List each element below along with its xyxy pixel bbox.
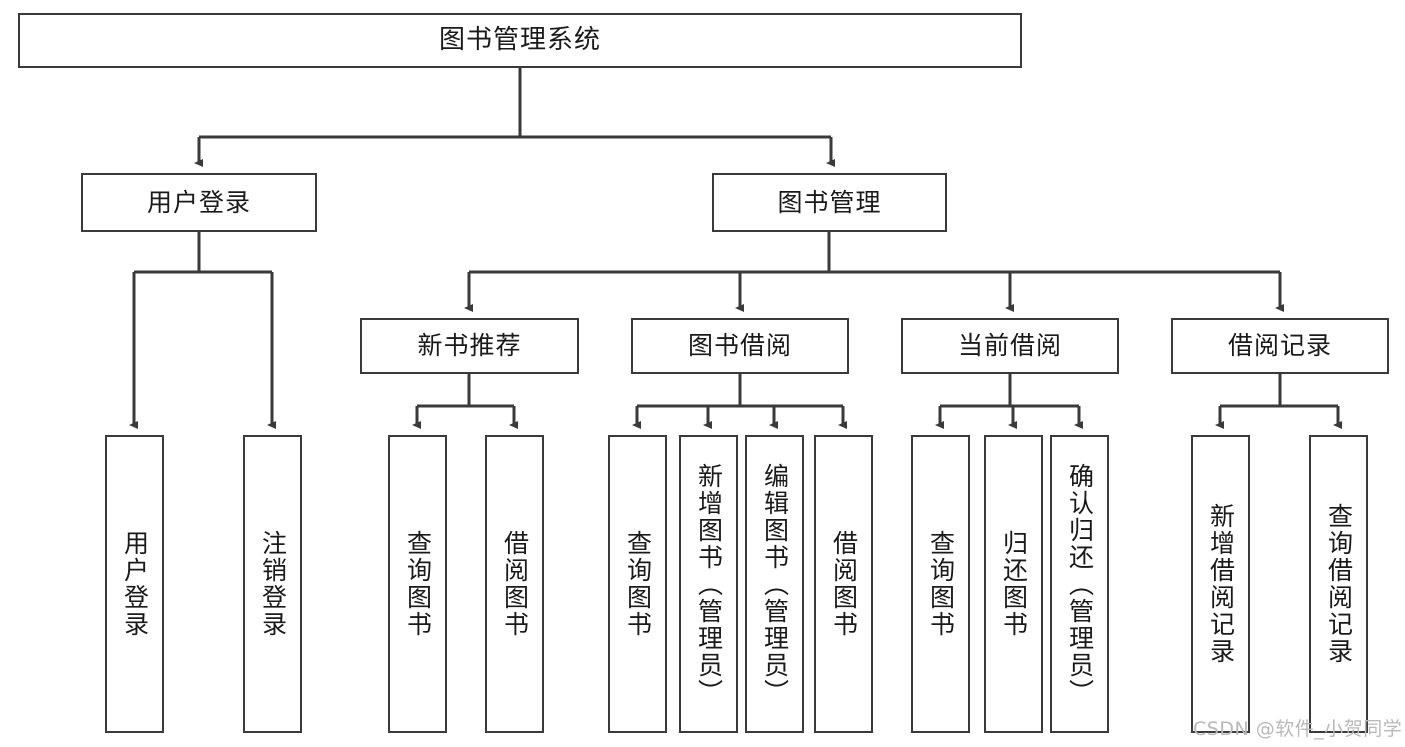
node-leaf-user-logout[interactable]: 注销登录 [243,435,302,733]
node-root-label: 图书管理系统 [438,25,601,56]
node-leaf-borrow-book-1[interactable]: 借阅图书 [485,435,544,733]
node-borrow-record-label: 借阅记录 [1227,331,1332,361]
node-leaf-add-record[interactable]: 新增借阅记录 [1191,435,1250,733]
node-leaf-user-login[interactable]: 用户登录 [105,435,164,733]
node-leaf-edit-book[interactable]: 编辑图书（管理员） [745,435,804,733]
node-current-borrow-label: 当前借阅 [957,331,1062,361]
node-new-book-rec[interactable]: 新书推荐 [360,318,579,374]
node-book-manage[interactable]: 图书管理 [712,173,947,232]
node-leaf-confirm-return[interactable]: 确认归还（管理员） [1050,435,1109,733]
node-leaf-borrow-book-1-label: 借阅图书 [500,530,530,638]
node-leaf-borrow-book-2[interactable]: 借阅图书 [814,435,873,733]
node-leaf-query-book-3-label: 查询图书 [926,530,956,638]
node-leaf-return-book[interactable]: 归还图书 [984,435,1043,733]
node-book-borrow[interactable]: 图书借阅 [631,318,849,374]
node-leaf-query-book-3[interactable]: 查询图书 [911,435,970,733]
node-borrow-record[interactable]: 借阅记录 [1171,318,1389,374]
node-leaf-query-book-1[interactable]: 查询图书 [388,435,447,733]
node-leaf-query-book-2-label: 查询图书 [623,530,653,638]
node-leaf-user-login-label: 用户登录 [120,530,150,638]
node-leaf-query-book-2[interactable]: 查询图书 [608,435,667,733]
node-current-borrow[interactable]: 当前借阅 [901,318,1119,374]
node-user-login-label: 用户登录 [146,187,251,217]
node-leaf-add-book-label: 新增图书（管理员） [694,462,724,706]
node-leaf-user-logout-label: 注销登录 [258,530,288,638]
node-book-manage-label: 图书管理 [777,187,882,217]
csdn-watermark: CSDN @软件_小贺同学 [1193,718,1403,740]
node-user-login[interactable]: 用户登录 [81,173,317,232]
node-leaf-query-record[interactable]: 查询借阅记录 [1309,435,1368,733]
node-leaf-query-book-1-label: 查询图书 [403,530,433,638]
node-root[interactable]: 图书管理系统 [18,13,1022,68]
node-leaf-borrow-book-2-label: 借阅图书 [829,530,859,638]
node-leaf-confirm-return-label: 确认归还（管理员） [1065,462,1095,706]
node-leaf-add-record-label: 新增借阅记录 [1206,503,1236,665]
node-leaf-add-book[interactable]: 新增图书（管理员） [679,435,738,733]
node-new-book-rec-label: 新书推荐 [417,331,522,361]
node-leaf-return-book-label: 归还图书 [999,530,1029,638]
node-leaf-query-record-label: 查询借阅记录 [1324,503,1354,665]
node-book-borrow-label: 图书借阅 [687,331,792,361]
node-leaf-edit-book-label: 编辑图书（管理员） [760,462,790,706]
